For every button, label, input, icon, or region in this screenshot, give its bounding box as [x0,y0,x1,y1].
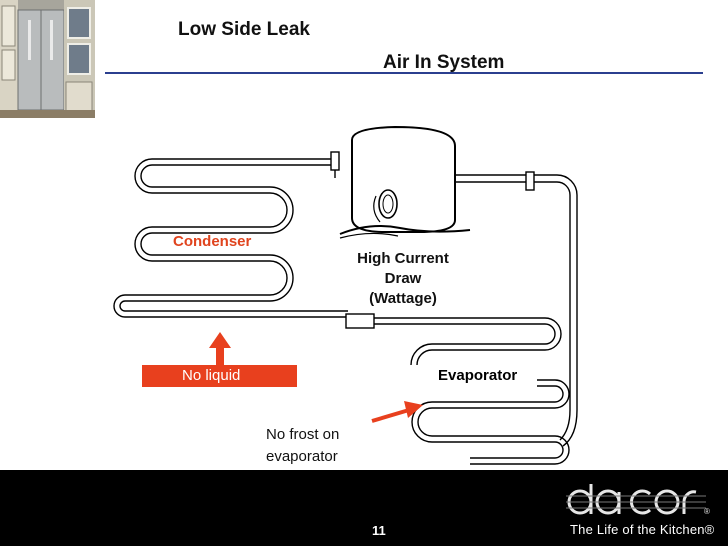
evaporator-coil [417,379,570,465]
up-arrow-icon [209,332,231,365]
diagonal-arrow-icon [371,401,423,423]
filter-drier [345,313,375,329]
brand-tagline: The Life of the Kitchen® [570,522,715,537]
no-frost-line-2: evaporator [266,448,338,465]
slide-title: Low Side Leak [178,19,310,40]
compressor-note-line-1: High Current [357,250,449,267]
compressor [351,125,456,233]
page-number: 11 [372,523,386,538]
kitchen-photo [0,0,95,118]
no-frost-note: No frost on evaporator [266,424,339,468]
compressor-note: High Current Draw (Wattage) [343,249,463,309]
condenser-label: Condenser [173,233,252,250]
evaporator-label: Evaporator [405,365,537,387]
svg-text:®: ® [704,507,710,516]
compressor-note-line-2: Draw [384,270,422,287]
no-frost-line-1: No frost on [266,426,340,443]
slide-subtitle: Air In System [383,52,505,73]
title-rule [105,72,703,74]
compressor-note-line-3: (Wattage) [369,290,437,307]
dacor-logo: ® [566,484,710,516]
condenser-coil [113,158,348,318]
no-liquid-banner: No liquid [142,365,297,387]
